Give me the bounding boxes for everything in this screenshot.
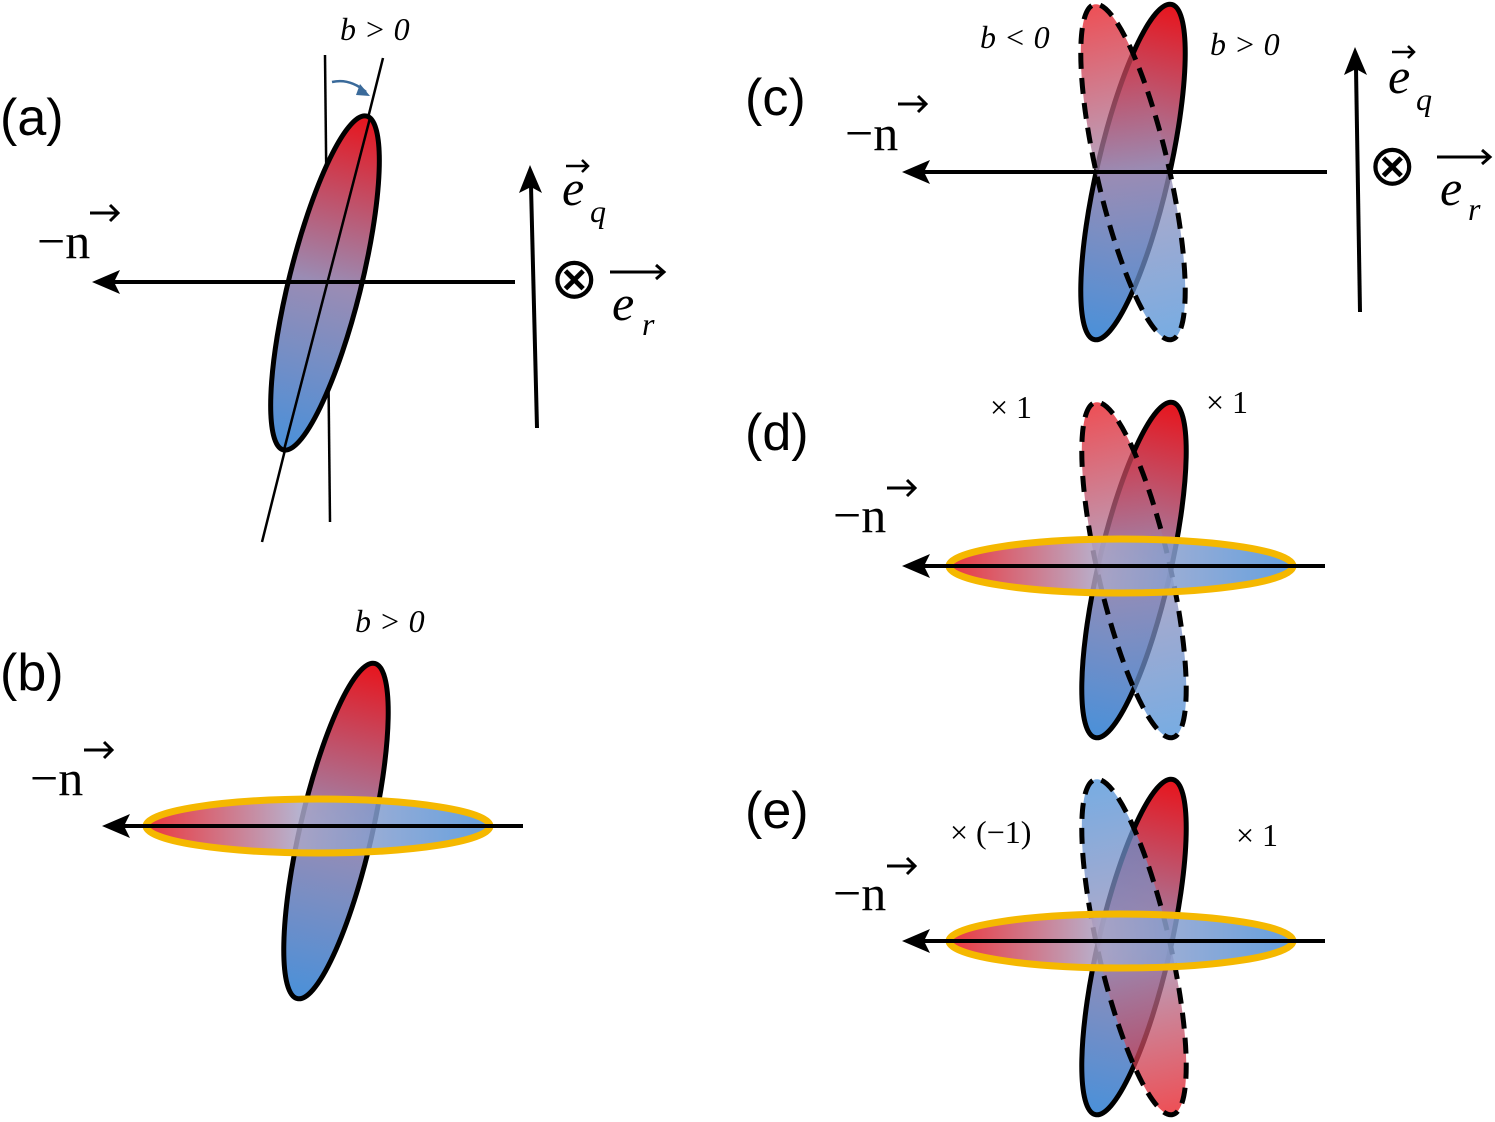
panel-c-neg-n-vector-arrow xyxy=(898,94,929,114)
panel-c-er-vector-arrow xyxy=(1437,148,1493,166)
panel-a-neg-n-arrowhead xyxy=(92,270,120,294)
panel-a-eq-subscript: q xyxy=(590,193,606,229)
panel-c-er-label: e xyxy=(1440,160,1462,216)
panel-d-neg-n-vector-arrow xyxy=(887,478,918,498)
panel-a: (a) b > 0 −n e q ⊗ e r xyxy=(0,11,667,543)
panel-c-eq-arrowhead xyxy=(1344,47,1367,75)
panel-c-eq-subscript: q xyxy=(1416,81,1432,117)
panel-c-tilt-right-label: b > 0 xyxy=(1210,26,1280,62)
panel-c-er-subscript: r xyxy=(1468,191,1481,227)
panel-a-er-label: e xyxy=(612,275,634,331)
panel-e-label: (e) xyxy=(745,782,809,840)
panel-c-tilt-left-label: b < 0 xyxy=(980,19,1050,55)
panel-e-factor-left: × (−1) xyxy=(950,814,1031,850)
panel-a-label: (a) xyxy=(0,89,64,147)
panel-b-neg-n-arrowhead xyxy=(102,814,130,838)
panel-e-neg-n-arrowhead xyxy=(902,929,930,953)
panel-d-factor-left: × 1 xyxy=(990,389,1032,425)
panel-d-neg-n-arrowhead xyxy=(902,554,930,578)
panel-a-eq-vector-arrow xyxy=(566,159,590,173)
panel-c: (c) b < 0 b > 0 −n e q ⊗ e r xyxy=(745,1,1493,343)
panel-c-eq-label: e xyxy=(1388,48,1410,104)
panel-a-tilt-label: b > 0 xyxy=(340,11,410,47)
panel-c-label: (c) xyxy=(745,69,806,127)
panel-e-neg-n-vector-arrow xyxy=(887,856,918,876)
panel-d-label: (d) xyxy=(745,404,809,462)
panel-c-neg-n-arrowhead xyxy=(902,160,930,184)
panel-d-factor-right: × 1 xyxy=(1206,384,1248,420)
panel-a-er-subscript: r xyxy=(642,306,655,342)
panel-e: (e) × (−1) × 1 −n xyxy=(745,776,1325,1118)
panel-a-eq-arrowhead xyxy=(519,165,542,193)
panel-b-tilt-label: b > 0 xyxy=(355,603,425,639)
panel-c-otimes-symbol: ⊗ xyxy=(1368,133,1417,198)
panel-c-eq-arrow xyxy=(1354,67,1362,313)
panel-e-factor-right: × 1 xyxy=(1236,817,1278,853)
panel-d-neg-n-label: −n xyxy=(833,487,886,543)
panel-b-neg-n-vector-arrow xyxy=(84,740,115,760)
panel-a-neg-n-label: −n xyxy=(37,213,90,269)
panel-a-tilt-arrow-head xyxy=(356,84,370,96)
panel-a-otimes-symbol: ⊗ xyxy=(550,246,599,311)
panel-c-eq-vector-arrow xyxy=(1392,45,1416,59)
panel-a-eq-label: e xyxy=(562,160,584,216)
panel-b-label: (b) xyxy=(0,644,64,702)
panel-b-neg-n-label: −n xyxy=(30,750,83,806)
panel-b: (b) b > 0 −n xyxy=(0,603,523,1002)
panel-a-neg-n-vector-arrow xyxy=(90,203,121,223)
panel-c-neg-n-label: −n xyxy=(845,105,898,161)
panel-d: (d) × 1 × 1 −n xyxy=(745,384,1325,741)
panel-a-eq-arrow xyxy=(529,185,539,429)
panel-e-neg-n-label: −n xyxy=(833,865,886,921)
panel-a-er-vector-arrow xyxy=(610,263,667,281)
